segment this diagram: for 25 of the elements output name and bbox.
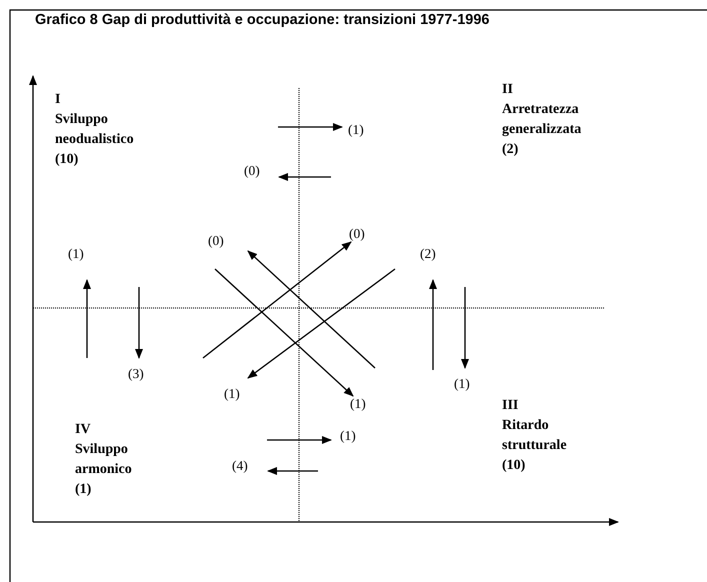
quadrant-name: Sviluppo neodualistico bbox=[55, 111, 135, 149]
count-label: (2) bbox=[420, 245, 436, 263]
quadrant-count: (10) bbox=[502, 457, 526, 475]
count-label: (1) bbox=[454, 375, 470, 393]
quadrant-number: IV bbox=[75, 421, 92, 439]
chart-title: Grafico 8 Gap di produttività e occupazione: transizioni 1977-1996 bbox=[35, 12, 490, 28]
count-label: (0) bbox=[349, 225, 365, 243]
count-label: (0) bbox=[208, 232, 224, 250]
count-label: (3) bbox=[128, 365, 144, 383]
count-label: (0) bbox=[244, 162, 260, 180]
quadrant-number: I bbox=[55, 91, 62, 109]
count-label: (1) bbox=[348, 121, 364, 139]
quadrant-name: Sviluppo armonico bbox=[75, 441, 133, 479]
quadrant-count: (10) bbox=[55, 151, 80, 169]
quadrant-number: II bbox=[502, 81, 514, 99]
count-label: (1) bbox=[68, 245, 84, 263]
count-label: (1) bbox=[350, 395, 366, 413]
quadrant-count: (1) bbox=[75, 481, 92, 499]
count-label: (1) bbox=[224, 385, 240, 403]
count-label: (4) bbox=[232, 457, 248, 475]
quadrant-number: III bbox=[502, 397, 520, 415]
quadrant-name: Ritardo strutturale bbox=[502, 417, 568, 455]
quadrant-name: Arretratezza generalizzata bbox=[502, 101, 582, 139]
count-label: (1) bbox=[340, 427, 356, 445]
quadrant-count: (2) bbox=[502, 141, 520, 159]
